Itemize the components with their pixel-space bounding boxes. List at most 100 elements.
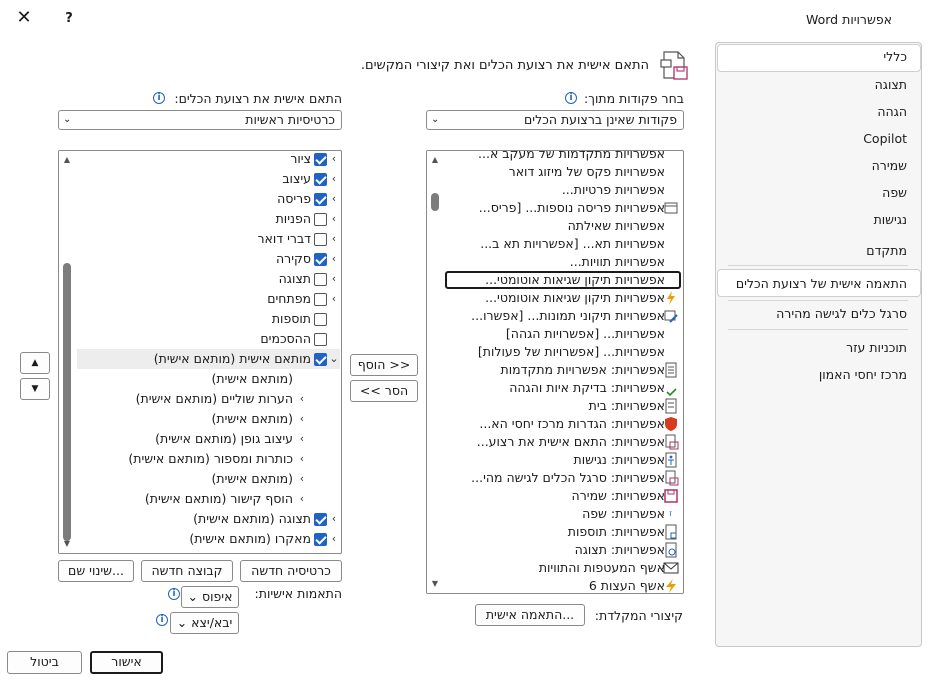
commands-list-item[interactable]: אפשרויות: אפשרויות מתקדמות: [500, 362, 665, 377]
nav-item-proofing[interactable]: הגהה: [877, 104, 907, 119]
move-up-button[interactable]: ▲: [20, 352, 50, 374]
commands-list-item[interactable]: אפשרויות תא... [אפשרויות תא ב...: [480, 236, 665, 251]
ribbon-group-item[interactable]: הוסף קישור (מותאם אישית): [144, 491, 293, 506]
scroll-down-icon[interactable]: ▼: [63, 539, 71, 548]
tab-checkbox[interactable]: [314, 213, 327, 226]
ribbon-tab-item[interactable]: תצוגה (מותאם אישית): [193, 511, 311, 526]
tab-checkbox[interactable]: [314, 553, 327, 554]
commands-list-item[interactable]: אפשרויות: הגדרות מרכז יחסי הא...: [479, 416, 665, 431]
nav-item-accessibility[interactable]: נגישות: [873, 212, 907, 227]
commands-list-item[interactable]: אפשרויות: תצוגה: [574, 542, 665, 557]
chevron-right-icon[interactable]: ›: [331, 512, 337, 525]
tab-checkbox[interactable]: [314, 313, 327, 326]
chevron-right-icon[interactable]: ›: [299, 412, 305, 425]
ribbon-tab-item[interactable]: תוספות: [271, 311, 311, 326]
ribbon-tab-item[interactable]: עזרה: [284, 549, 311, 553]
commands-list-item[interactable]: אפשרויות: בית: [588, 398, 665, 413]
ribbon-tab-item[interactable]: הפניות: [275, 211, 311, 226]
chevron-right-icon[interactable]: ›: [299, 492, 305, 505]
chevron-right-icon[interactable]: ›: [299, 452, 305, 465]
chevron-right-icon[interactable]: ›: [331, 232, 337, 245]
add-button[interactable]: הוסף >>: [350, 354, 418, 376]
ribbon-tab-item[interactable]: עיצוב: [282, 171, 311, 186]
nav-item-trust-center[interactable]: מרכז יחסי האמון: [818, 367, 907, 382]
commands-list-item[interactable]: אפשרויות תיקון שגיאות אוטומטי...: [485, 272, 665, 287]
chevron-right-icon[interactable]: ›: [299, 472, 305, 485]
tab-checkbox[interactable]: [314, 513, 327, 526]
cancel-button[interactable]: ביטול: [7, 651, 82, 674]
close-button[interactable]: ✕: [14, 8, 34, 28]
commands-list-item[interactable]: אפשרויות פקס של מיזוג דואר: [508, 164, 665, 179]
tab-checkbox[interactable]: [314, 353, 327, 366]
scroll-up-icon[interactable]: ▲: [431, 155, 439, 164]
commands-list-item[interactable]: אפשרויות שאילתה: [567, 218, 665, 233]
nav-item-copilot[interactable]: Copilot: [863, 131, 907, 146]
chevron-right-icon[interactable]: ›: [331, 172, 337, 185]
customize-ribbon-combo[interactable]: כרטיסיות ראשיות ⌄: [58, 110, 342, 130]
nav-item-addins[interactable]: תוכניות עזר: [846, 340, 907, 355]
info-icon[interactable]: i: [565, 92, 577, 104]
nav-item-customize-ribbon[interactable]: התאמה אישית של רצועת הכלים: [735, 276, 907, 291]
move-down-button[interactable]: ▼: [20, 378, 50, 400]
commands-list-item[interactable]: אפשרויות מתקדמות של מעקב א...: [478, 150, 665, 161]
commands-list-item[interactable]: אפשרויות... [אפשרויות של פעולות]: [477, 344, 665, 359]
nav-item-advanced[interactable]: מתקדם: [866, 243, 907, 258]
tab-checkbox[interactable]: [314, 153, 327, 166]
info-icon[interactable]: i: [156, 614, 168, 626]
nav-item-display[interactable]: תצוגה: [874, 77, 907, 92]
commands-list-item[interactable]: אפשרויות: שמירה: [571, 488, 665, 503]
tab-checkbox[interactable]: [314, 193, 327, 206]
commands-list-item[interactable]: אפשרויות תיקון שגיאות אוטומטי...: [485, 290, 665, 305]
scroll-thumb[interactable]: [431, 193, 439, 211]
chevron-right-icon[interactable]: ›: [331, 212, 337, 225]
ribbon-tab-item[interactable]: מותאם אישית (מותאם אישית): [153, 351, 311, 366]
commands-scrollbar[interactable]: ▲ ▼: [427, 151, 443, 593]
choose-commands-combo[interactable]: פקודות שאינן ברצועת הכלים ⌄: [426, 110, 684, 130]
chevron-right-icon[interactable]: ›: [299, 432, 305, 445]
commands-list-item[interactable]: אפשרויות... [אפשרויות הגהה]: [505, 326, 665, 341]
tab-checkbox[interactable]: [314, 233, 327, 246]
tab-checkbox[interactable]: [314, 293, 327, 306]
ribbon-tab-item[interactable]: ציור: [290, 151, 311, 166]
ribbon-group-item[interactable]: (מותאם אישית): [211, 371, 293, 386]
ribbon-tab-item[interactable]: דברי דואר: [257, 231, 311, 246]
scroll-down-icon[interactable]: ▼: [431, 579, 439, 588]
chevron-right-icon[interactable]: ›: [331, 152, 337, 165]
info-icon[interactable]: i: [168, 588, 180, 600]
customize-keyboard-button[interactable]: התאמה אישית...: [475, 604, 585, 626]
chevron-right-icon[interactable]: ›: [299, 392, 305, 405]
rename-button[interactable]: שינוי שם...: [58, 560, 134, 582]
chevron-right-icon[interactable]: ›: [331, 532, 337, 545]
ribbon-tab-item[interactable]: ההסכמים: [260, 331, 311, 346]
ribbon-group-item[interactable]: (מותאם אישית): [211, 411, 293, 426]
ribbon-group-item[interactable]: (מותאם אישית): [211, 471, 293, 486]
new-group-button[interactable]: קבוצה חדשה: [141, 560, 233, 582]
commands-list-item[interactable]: אפשרויות: סרגל הכלים לגישה מהי...: [471, 470, 665, 485]
ribbon-group-item[interactable]: הערות שוליים (מותאם אישית): [135, 391, 293, 406]
remove-button[interactable]: << הסר: [350, 380, 418, 402]
new-tab-button[interactable]: כרטיסיה חדשה: [240, 560, 342, 582]
chevron-right-icon[interactable]: ›: [331, 252, 337, 265]
help-button[interactable]: ?: [62, 10, 76, 28]
import-export-button[interactable]: יבא/יצא ⌄: [170, 612, 239, 634]
chevron-down-icon[interactable]: ⌄: [329, 352, 339, 365]
ribbon-tab-item[interactable]: פריסה: [277, 191, 311, 206]
nav-item-language[interactable]: שפה: [882, 185, 907, 200]
commands-list-item[interactable]: אפשרויות: התאם אישית את רצוע...: [476, 434, 665, 449]
scroll-thumb[interactable]: [63, 263, 71, 541]
tab-checkbox[interactable]: [314, 273, 327, 286]
commands-list-item[interactable]: אפשרויות: שפה: [582, 506, 665, 521]
chevron-right-icon[interactable]: ›: [331, 272, 337, 285]
ribbon-group-item[interactable]: כותרות ומספור (מותאם אישית): [128, 451, 293, 466]
commands-list-item[interactable]: אשף המעטפות והתוויות: [538, 560, 665, 575]
scroll-up-icon[interactable]: ▲: [63, 155, 71, 164]
commands-list-item[interactable]: אפשרויות תוויות...: [569, 254, 665, 269]
commands-list-item[interactable]: אפשרויות: תוספות: [567, 524, 665, 539]
commands-list-item[interactable]: אשף העצות 6: [588, 578, 665, 593]
tab-checkbox[interactable]: [314, 173, 327, 186]
ribbon-tab-item[interactable]: מאקרו (מותאם אישית): [189, 531, 311, 546]
ribbon-tab-item[interactable]: תצוגה: [278, 271, 311, 286]
nav-item-quick-access[interactable]: סרגל כלים לגישה מהירה: [776, 306, 907, 321]
chevron-right-icon[interactable]: ›: [331, 292, 337, 305]
ribbon-tab-item[interactable]: מפתחים: [267, 291, 311, 306]
